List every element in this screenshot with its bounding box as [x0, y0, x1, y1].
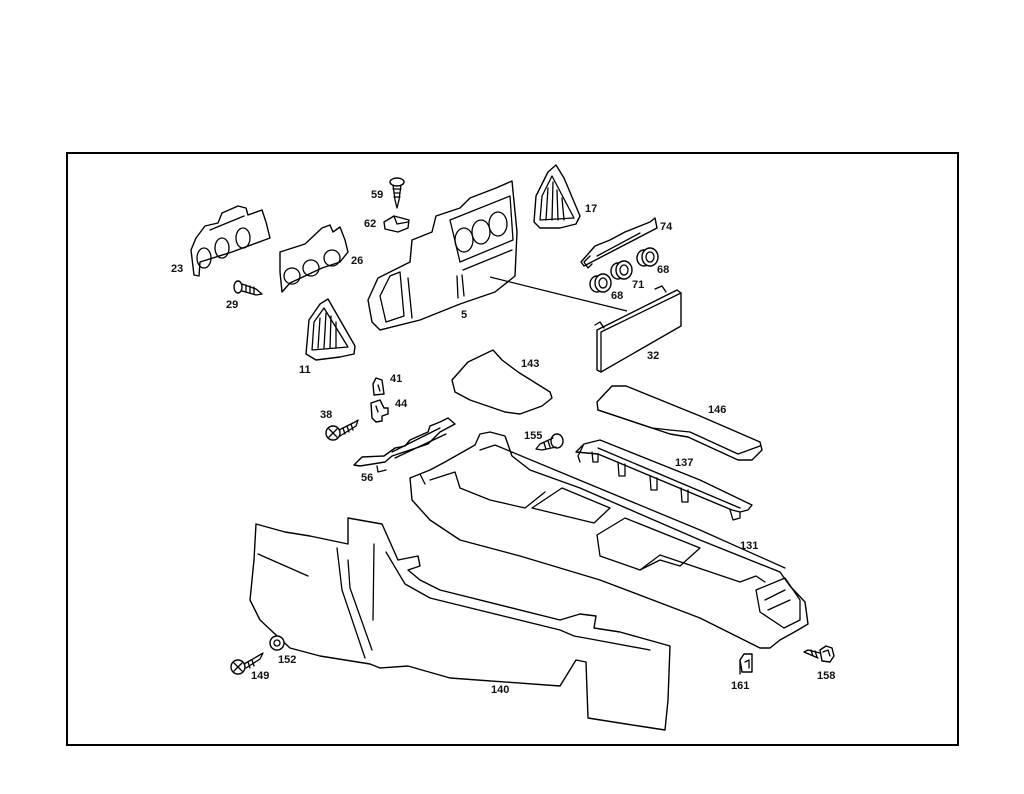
part-41-clip [372, 377, 385, 396]
part-label-68-upper: 68 [657, 264, 670, 276]
part-label-155: 155 [524, 430, 543, 442]
part-label-161: 161 [731, 680, 750, 692]
part-161-clip [739, 653, 753, 675]
part-label-17: 17 [585, 203, 598, 215]
part-label-158: 158 [817, 670, 836, 682]
part-label-32: 32 [647, 350, 660, 362]
part-label-29: 29 [226, 299, 239, 311]
part-68-knob-upper [636, 247, 659, 267]
part-71-knob [610, 260, 633, 280]
part-131-center-console [409, 431, 809, 649]
part-label-143: 143 [521, 358, 540, 370]
part-38-screw [325, 419, 359, 441]
part-label-62: 62 [364, 218, 377, 230]
part-label-71: 71 [632, 279, 645, 291]
part-label-38: 38 [320, 409, 333, 421]
part-label-68-lower: 68 [611, 290, 624, 302]
part-44-clip-nut [370, 399, 389, 423]
part-29-screw [233, 280, 263, 296]
part-label-11: 11 [299, 364, 311, 376]
part-label-131: 131 [740, 540, 759, 552]
leader-line-5-32 [489, 276, 628, 312]
part-label-26: 26 [351, 255, 364, 267]
part-149-screw [230, 652, 264, 675]
part-146-armrest-cover [596, 385, 763, 461]
part-68-knob-lower [589, 273, 612, 293]
part-label-41: 41 [390, 373, 403, 385]
part-label-74: 74 [660, 221, 673, 233]
diagram-frame [66, 152, 959, 746]
part-label-152: 152 [278, 654, 297, 666]
part-137-trim-strip [575, 439, 753, 521]
part-23-switch-bracket [190, 205, 271, 277]
part-74-switch-strip [580, 217, 658, 269]
part-label-59: 59 [371, 189, 384, 201]
part-label-56: 56 [361, 472, 374, 484]
part-59-screw [389, 177, 405, 209]
part-5-center-panel-housing [367, 180, 518, 331]
part-label-23: 23 [171, 263, 184, 275]
part-32-cover-panel [594, 285, 682, 373]
part-143-storage-mat [451, 349, 553, 415]
part-label-44: 44 [395, 398, 408, 410]
part-label-146: 146 [708, 404, 727, 416]
part-140-side-trim-panel [249, 517, 671, 731]
part-155-screw [535, 433, 564, 451]
part-label-140: 140 [491, 684, 510, 696]
part-158-hex-bolt [803, 645, 835, 663]
part-label-5: 5 [461, 309, 468, 321]
part-label-137: 137 [675, 457, 694, 469]
part-11-left-air-vent [305, 298, 356, 361]
part-26-switch-panel-frame [279, 224, 349, 293]
part-label-149: 149 [251, 670, 270, 682]
part-17-right-air-vent [533, 164, 581, 229]
part-56-mounting-rail [353, 417, 456, 473]
part-62-speed-nut [383, 215, 410, 233]
part-152-washer [269, 635, 285, 651]
